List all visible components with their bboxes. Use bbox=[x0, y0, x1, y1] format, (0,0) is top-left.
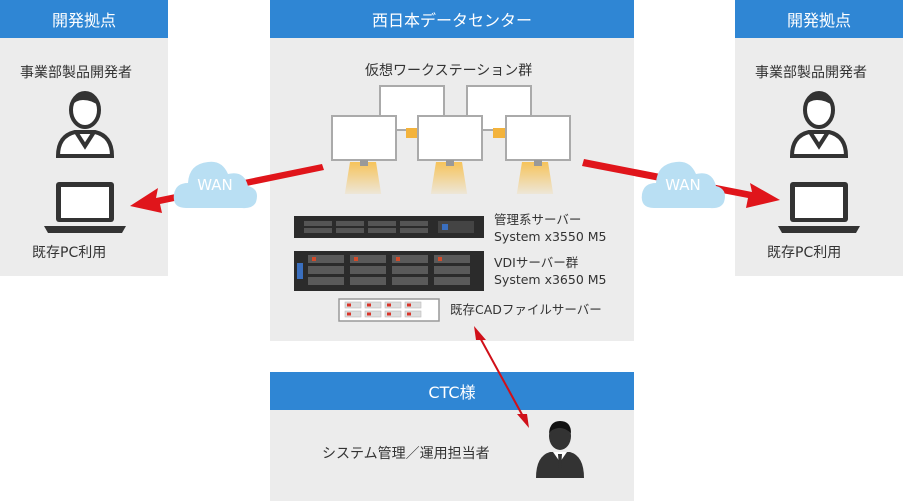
right-wan-label: WAN bbox=[665, 176, 701, 194]
ctc-link-arrow bbox=[477, 333, 526, 421]
ctc-role: システム管理／運用担当者 bbox=[322, 446, 490, 462]
right-site-header: 開発拠点 bbox=[735, 0, 903, 38]
datacenter-header: 西日本データセンター bbox=[270, 0, 634, 38]
right-site-role: 事業部製品開発者 bbox=[755, 65, 867, 81]
mgmt-server-line2: System x3550 M5 bbox=[494, 229, 607, 244]
cad-server-label: 既存CADファイルサーバー bbox=[450, 302, 602, 317]
server-rack-icon bbox=[338, 298, 440, 322]
vdi-server-line2: System x3650 M5 bbox=[494, 272, 607, 287]
laptop-icon bbox=[44, 182, 126, 233]
server-rack-icon bbox=[294, 216, 484, 238]
person-icon bbox=[55, 91, 115, 158]
left-site-role: 事業部製品開発者 bbox=[20, 65, 132, 81]
left-site-header: 開発拠点 bbox=[0, 0, 168, 38]
person-icon bbox=[789, 91, 849, 158]
left-site-panel: 開発拠点 事業部製品開発者 既存PC利用 bbox=[0, 0, 168, 276]
datacenter-panel: 西日本データセンター 仮想ワークステーション群 bbox=[270, 0, 634, 341]
left-wan-cloud: WAN bbox=[170, 152, 260, 214]
ctc-panel: CTC様 システム管理／運用担当者 bbox=[270, 372, 634, 501]
cloud-icon bbox=[173, 161, 257, 209]
right-site-device: 既存PC利用 bbox=[767, 245, 842, 261]
right-wan-cloud: WAN bbox=[638, 152, 728, 214]
server-rack-icon bbox=[294, 251, 484, 291]
monitor-icon bbox=[331, 85, 571, 194]
left-wan-label: WAN bbox=[197, 176, 233, 194]
workstations-label: 仮想ワークステーション群 bbox=[365, 63, 533, 79]
cloud-icon bbox=[641, 161, 725, 209]
mgmt-server-line1: 管理系サーバー bbox=[494, 212, 582, 227]
ctc-header: CTC様 bbox=[270, 372, 634, 410]
vdi-server-line1: VDIサーバー群 bbox=[494, 255, 579, 270]
left-site-device: 既存PC利用 bbox=[32, 245, 107, 261]
laptop-icon bbox=[778, 182, 860, 233]
suit-person-icon bbox=[536, 421, 584, 478]
right-site-panel: 開発拠点 事業部製品開発者 既存PC利用 bbox=[735, 0, 903, 276]
